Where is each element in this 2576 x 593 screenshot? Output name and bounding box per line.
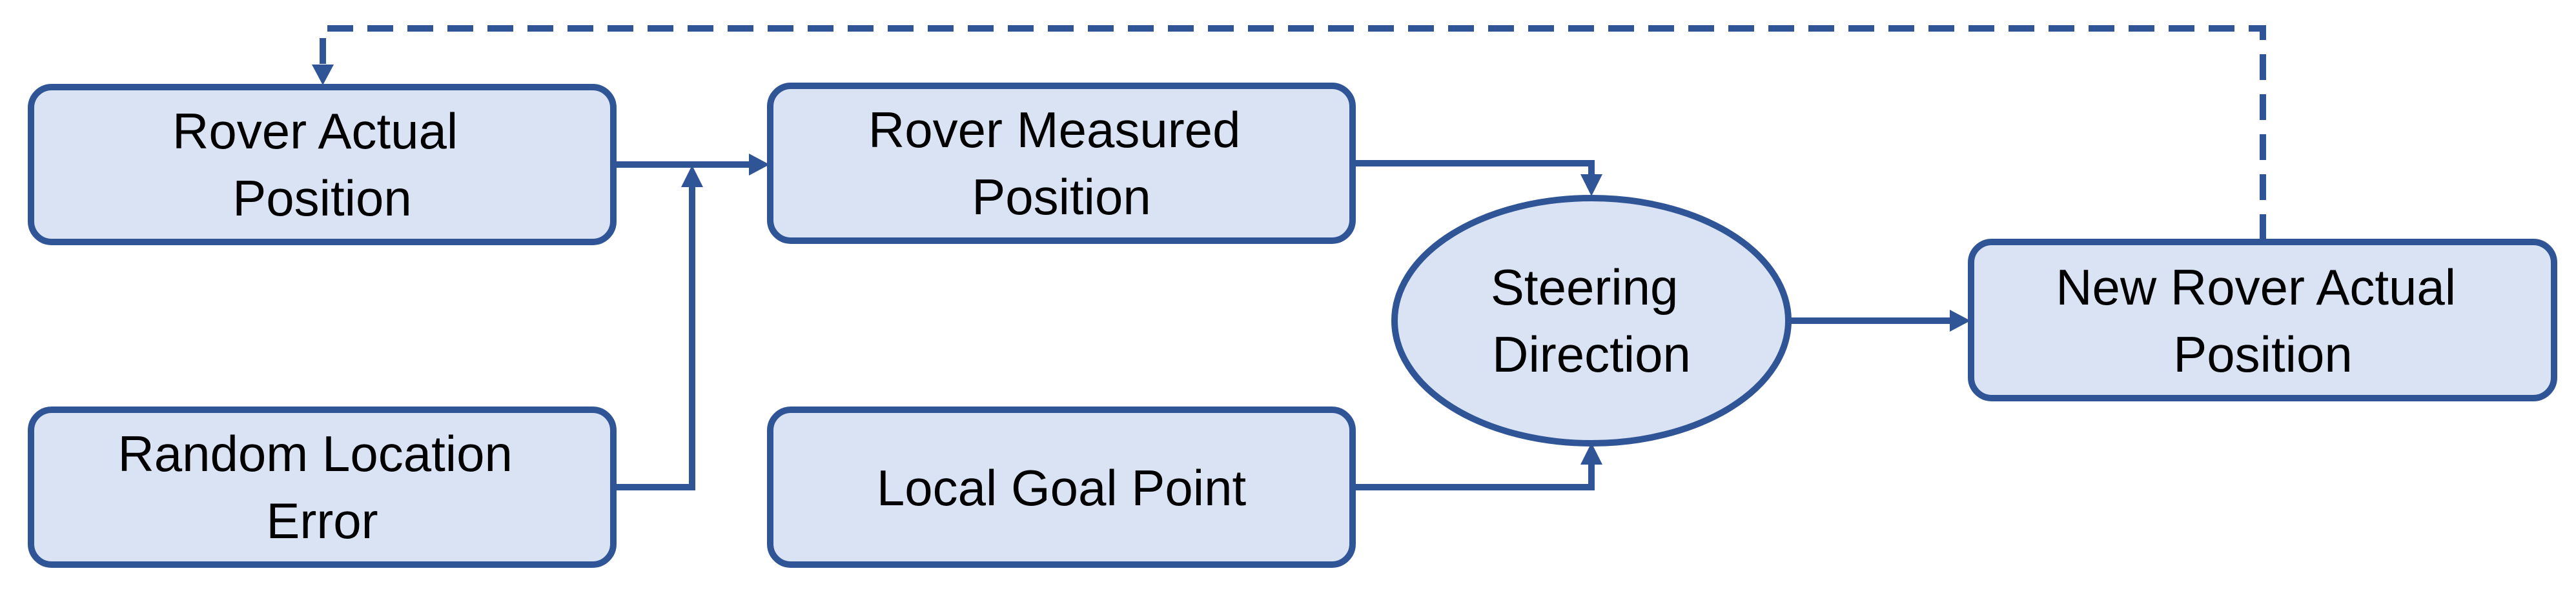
- label-line-1: New Rover Actual: [2056, 259, 2456, 316]
- node-new-rover-actual-position: New Rover Actual Position: [1968, 239, 2557, 401]
- label-line-1: Random Location: [118, 425, 512, 482]
- node-ellipse: [1391, 195, 1792, 447]
- node-local-goal-point: Local Goal Point: [767, 407, 1356, 568]
- label-line-2: Direction: [1492, 326, 1691, 383]
- node-box: [28, 407, 617, 568]
- node-rover-actual-position: Rover Actual Position: [28, 84, 617, 245]
- node-steering-direction: Steering Direction: [1391, 195, 1792, 447]
- label-line-2: Error: [266, 492, 378, 549]
- node-box: [1968, 239, 2557, 401]
- node-label: Random Location Error: [118, 425, 526, 549]
- edges: [312, 25, 2266, 490]
- node-label: New Rover Actual Position: [2056, 259, 2470, 383]
- node-random-location-error: Random Location Error: [28, 407, 617, 568]
- arrowhead-steering-top: [1580, 174, 1602, 196]
- arrowhead-measured: [749, 154, 770, 176]
- label-line-1: Steering: [1491, 259, 1679, 316]
- edge-measured-to-steering: [1353, 160, 1595, 174]
- node-rover-measured-position: Rover Measured Position: [767, 83, 1356, 244]
- node-label: Rover Measured Position: [868, 101, 1254, 225]
- arrowhead-new-rover: [1950, 310, 1970, 332]
- node-box: [767, 407, 1356, 568]
- edge-goal-to-steering: [1353, 465, 1595, 490]
- node-box: [28, 84, 617, 245]
- arrowhead-feedback: [312, 65, 334, 85]
- node-box: [767, 83, 1356, 244]
- node-label: Rover Actual Position: [172, 103, 472, 226]
- node-label: Local Goal Point: [877, 459, 1247, 516]
- label-line-1: Rover Actual: [172, 103, 458, 159]
- arrowhead-junction: [681, 165, 703, 187]
- label-line-2: Position: [2173, 326, 2353, 383]
- label-line-2: Position: [972, 168, 1151, 225]
- node-label: Steering Direction: [1491, 259, 1692, 383]
- edge-error-to-junction: [613, 187, 695, 490]
- label-line-1: Rover Measured: [868, 101, 1241, 158]
- label-line-2: Position: [232, 170, 412, 226]
- edge-feedback-dashed: [320, 25, 2266, 240]
- arrowhead-steering-bottom: [1580, 443, 1602, 465]
